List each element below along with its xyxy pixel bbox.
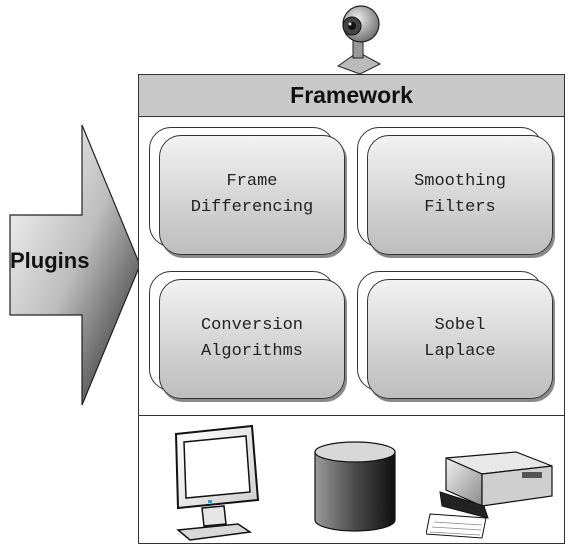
module-label-line1: Frame xyxy=(226,172,278,191)
module-label-line2: Filters xyxy=(424,198,496,217)
module-sobel-laplace: Sobel Laplace xyxy=(357,271,557,401)
framework-divider xyxy=(139,415,564,416)
module-frame-differencing: Frame Differencing xyxy=(149,127,349,257)
database-icon xyxy=(314,441,396,532)
module-label-line1: Sobel xyxy=(434,316,486,335)
plugins-arrow xyxy=(9,124,141,406)
module-card: Sobel Laplace xyxy=(367,279,553,399)
module-smoothing-filters: Smoothing Filters xyxy=(357,127,557,257)
module-card: Conversion Algorithms xyxy=(159,279,345,399)
module-label-line1: Smoothing xyxy=(414,172,506,191)
module-conversion-algorithms: Conversion Algorithms xyxy=(149,271,349,401)
module-label-line1: Conversion xyxy=(200,316,304,335)
module-label-line2: Laplace xyxy=(424,342,496,361)
framework-title: Framework xyxy=(290,82,413,108)
printer-icon xyxy=(426,451,553,539)
module-card: Frame Differencing xyxy=(159,135,345,255)
module-label-line2: Differencing xyxy=(190,198,314,217)
monitor-icon xyxy=(174,424,260,541)
framework-header: Framework xyxy=(139,75,564,117)
module-label-line2: Algorithms xyxy=(200,342,304,361)
plugins-label: Plugins xyxy=(10,248,90,273)
webcam-icon xyxy=(336,5,382,74)
module-card: Smoothing Filters xyxy=(367,135,553,255)
